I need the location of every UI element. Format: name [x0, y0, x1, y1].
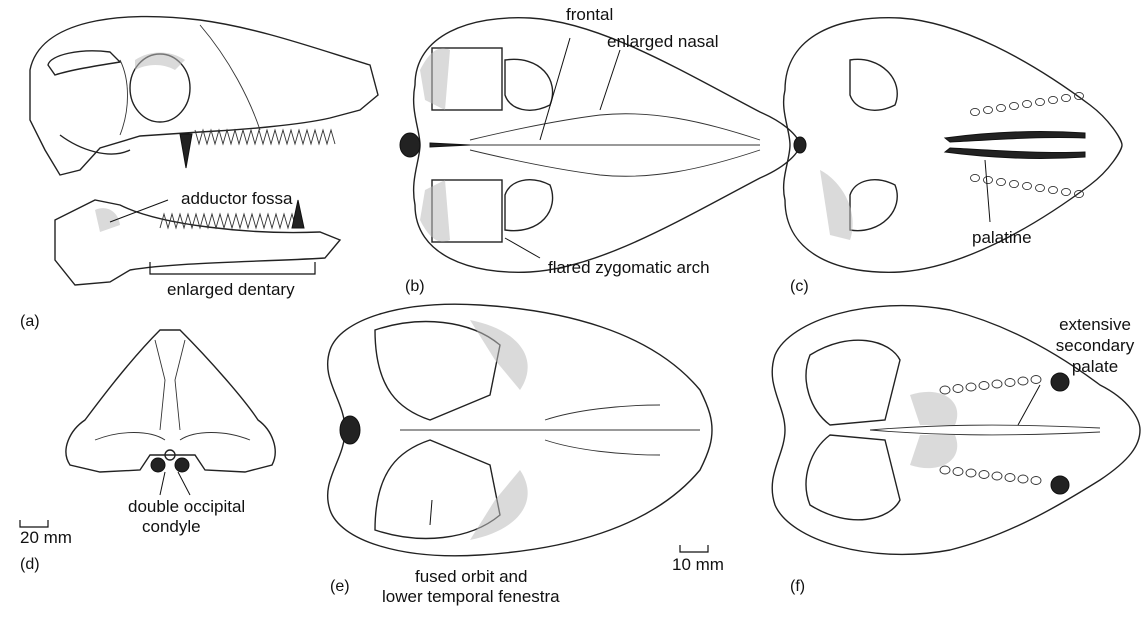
tooth-socket — [1023, 100, 1032, 107]
label-frontal: frontal — [566, 5, 613, 24]
tooth-socket — [992, 472, 1002, 480]
label-secondary-palate-line2: secondary — [1050, 336, 1140, 355]
scale-bar-20mm — [20, 520, 48, 527]
tooth-socket — [984, 106, 993, 113]
tooth-socket — [1036, 98, 1045, 105]
panel-c-skull-ventral — [784, 18, 1122, 273]
label-fused-orbit-line1: fused orbit and — [415, 567, 527, 586]
panel-b-skull-dorsal — [400, 18, 800, 273]
tooth-socket — [997, 178, 1006, 185]
tooth-socket — [971, 108, 980, 115]
flared-zygomatic-arch-leader — [505, 238, 540, 258]
label-double-occipital-condyle-line2: condyle — [142, 517, 201, 536]
tooth-socket — [953, 468, 963, 476]
label-secondary-palate-line3: palate — [1050, 357, 1140, 376]
tooth-socket — [979, 382, 989, 390]
label-flared-zygomatic-arch: flared zygomatic arch — [548, 258, 710, 277]
condyle-leader-2 — [178, 472, 190, 495]
tooth-socket — [1031, 376, 1041, 384]
tooth-socket — [940, 466, 950, 474]
panel-d-skull-occipital — [66, 330, 275, 472]
scale-label-20mm: 20 mm — [20, 528, 72, 547]
tooth-socket — [1075, 92, 1084, 99]
enlarged-dentary-bracket — [150, 262, 315, 274]
tooth-socket — [1049, 96, 1058, 103]
enlarged-nasal-leader — [600, 50, 620, 110]
tooth-socket — [1031, 477, 1041, 485]
tooth-socket — [984, 176, 993, 183]
tooth-socket — [971, 174, 980, 181]
label-secondary-palate-line1: extensive — [1050, 315, 1140, 334]
tooth-socket — [1075, 190, 1084, 197]
scale-bar-10mm — [680, 545, 708, 552]
tooth-socket — [1062, 94, 1071, 101]
tooth-socket — [1062, 188, 1071, 195]
secondary-palate-leader — [1018, 385, 1040, 425]
panel-letter-a: (a) — [20, 313, 40, 331]
panel-c-tooth-row — [971, 92, 1084, 197]
tooth-socket — [1018, 475, 1028, 483]
tooth-socket — [1005, 474, 1015, 482]
tooth-socket — [997, 104, 1006, 111]
panel-a-skull-lateral — [30, 17, 378, 175]
scale-label-10mm: 10 mm — [672, 555, 724, 574]
tooth-socket — [966, 383, 976, 391]
label-double-occipital-condyle-line1: double occipital — [128, 497, 245, 516]
palatine-leader — [985, 160, 990, 222]
tooth-socket — [1018, 377, 1028, 385]
condyle-leader-1 — [160, 472, 165, 495]
panel-f-tooth-row — [940, 376, 1041, 485]
tooth-socket — [953, 385, 963, 393]
tooth-socket — [1036, 184, 1045, 191]
frontal-leader — [540, 38, 570, 140]
label-enlarged-nasal: enlarged nasal — [607, 32, 719, 51]
fused-orbit-leader — [430, 500, 432, 525]
panel-a-lower-jaw — [55, 200, 340, 285]
tooth-socket — [940, 386, 950, 394]
panel-letter-f: (f) — [790, 578, 805, 596]
tooth-socket — [966, 469, 976, 477]
label-enlarged-dentary: enlarged dentary — [167, 280, 295, 299]
label-adductor-fossa: adductor fossa — [181, 189, 293, 208]
panel-e-skull-dorsal — [328, 304, 712, 556]
label-palatine: palatine — [972, 228, 1032, 247]
tooth-socket — [992, 380, 1002, 388]
panel-letter-b: (b) — [405, 278, 425, 296]
label-fused-orbit-line2: lower temporal fenestra — [382, 587, 560, 606]
panel-letter-d: (d) — [20, 556, 40, 574]
tooth-socket — [979, 471, 989, 479]
tooth-socket — [1010, 102, 1019, 109]
panel-letter-e: (e) — [330, 578, 350, 596]
tooth-socket — [1005, 379, 1015, 387]
panel-letter-c: (c) — [790, 278, 809, 296]
tooth-socket — [1023, 182, 1032, 189]
tooth-socket — [1010, 180, 1019, 187]
tooth-socket — [1049, 186, 1058, 193]
